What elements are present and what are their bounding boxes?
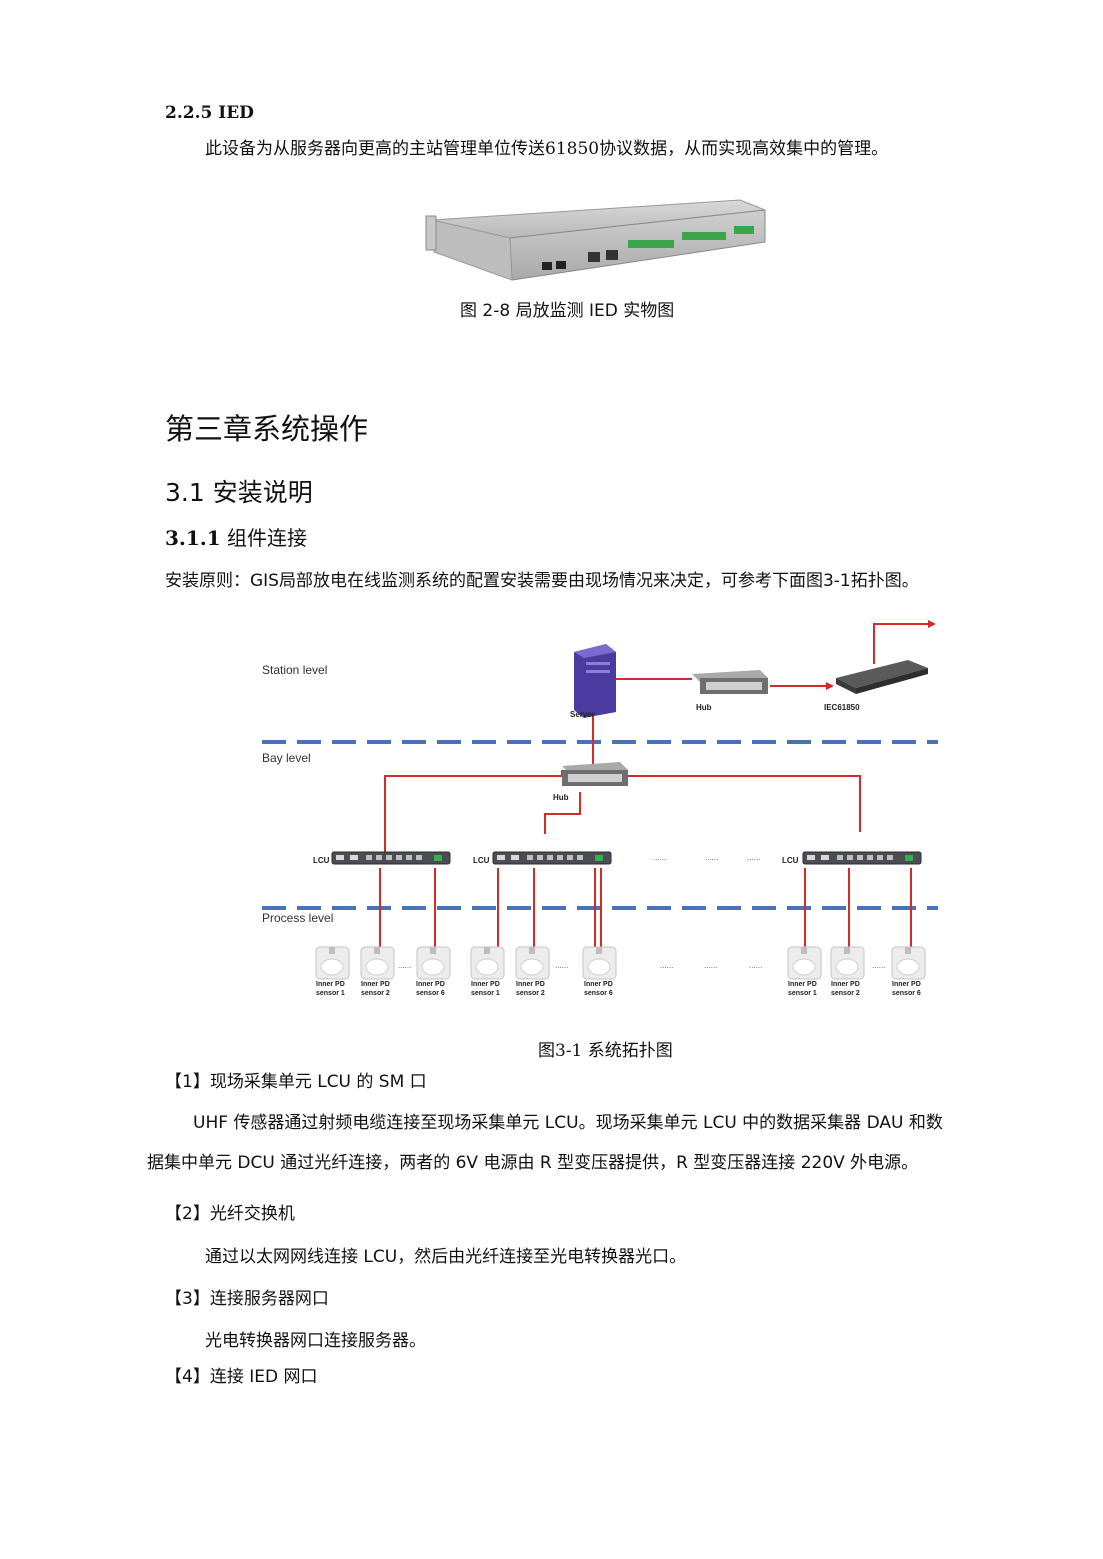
sensor-icon-g3-6 xyxy=(891,946,926,980)
hub-station-icon xyxy=(692,670,768,694)
sensor-icon-g1-2 xyxy=(360,946,395,980)
lcu-label-2: LCU xyxy=(473,856,490,865)
ellipsis-sensor-4: ...... xyxy=(704,961,717,970)
lcu-label-3: LCU xyxy=(782,856,799,865)
ied-device-photo xyxy=(425,199,766,281)
section-311-heading: 3.1.1 组件连接 xyxy=(165,522,307,551)
ellipsis-bay-3: ...... xyxy=(747,853,760,862)
section-311-number: 3.1.1 xyxy=(165,526,221,550)
lcu-device-3 xyxy=(802,851,922,865)
item-2-label: 【2】光纤交换机 xyxy=(165,1204,295,1224)
chapter-title: 第三章系统操作 xyxy=(165,412,369,446)
ellipsis-bay-2: ...... xyxy=(705,853,718,862)
lcu-label-1: LCU xyxy=(313,856,330,865)
section-heading-225: 2.2.5 IED xyxy=(165,103,254,123)
sensor-label-g2-1b: sensor 1 xyxy=(471,990,500,997)
hub-station-label: Hub xyxy=(696,703,712,712)
item-1-label: 【1】现场采集单元 LCU 的 SM 口 xyxy=(165,1072,427,1092)
ellipsis-sensor-5: ...... xyxy=(749,961,762,970)
item-1-paragraph-2: 据集中单元 DCU 通过光纤连接，两者的 6V 电源由 R 型变压器提供，R 型… xyxy=(147,1153,919,1173)
sensor-label-g2-6a: Inner PD xyxy=(584,981,613,988)
sensor-label-g2-2a: Inner PD xyxy=(516,981,545,988)
ellipsis-sensor-2: ...... xyxy=(555,961,568,970)
sensor-label-g2-6b: sensor 6 xyxy=(584,990,613,997)
process-level-label: Process level xyxy=(262,911,333,925)
station-level-label: Station level xyxy=(262,663,327,677)
sensor-label-g3-1a: Inner PD xyxy=(788,981,817,988)
sensor-label-g1-1b: sensor 1 xyxy=(316,990,345,997)
sensor-label-g2-1a: Inner PD xyxy=(471,981,500,988)
sensor-label-g3-2a: Inner PD xyxy=(831,981,860,988)
section-225-body: 此设备为从服务器向更高的主站管理单位传送61850协议数据，从而实现高效集中的管… xyxy=(205,139,889,159)
sensor-icon-g3-1 xyxy=(787,946,822,980)
sensor-icon-g1-1 xyxy=(315,946,350,980)
lcu-device-1 xyxy=(331,851,451,865)
ellipsis-sensor-3: ...... xyxy=(660,961,673,970)
item-3-label: 【3】连接服务器网口 xyxy=(165,1289,329,1309)
sensor-icon-g1-6 xyxy=(416,946,451,980)
sensor-label-g1-6b: sensor 6 xyxy=(416,990,445,997)
section-31-title: 3.1 安装说明 xyxy=(165,478,313,507)
sensor-label-g3-6a: Inner PD xyxy=(892,981,921,988)
sensor-icon-g2-6 xyxy=(582,946,617,980)
link-lines xyxy=(379,623,928,954)
ellipsis-bay-1: ...... xyxy=(653,853,666,862)
sensor-label-g1-2b: sensor 2 xyxy=(361,990,390,997)
hub-bay-label: Hub xyxy=(553,793,569,802)
sensor-label-g1-6a: Inner PD xyxy=(416,981,445,988)
figure-3-1-caption: 图3-1 系统拓扑图 xyxy=(538,1041,673,1061)
sensor-label-g1-2a: Inner PD xyxy=(361,981,390,988)
item-1-paragraph-1: UHF 传感器通过射频电缆连接至现场采集单元 LCU。现场采集单元 LCU 中的… xyxy=(193,1113,943,1133)
hub-bay-icon xyxy=(562,762,628,786)
item-2-paragraph: 通过以太网网线连接 LCU，然后由光纤连接至光电转换器光口。 xyxy=(205,1247,687,1267)
item-3-paragraph: 光电转换器网口连接服务器。 xyxy=(205,1331,426,1351)
sensor-icon-g2-2 xyxy=(515,946,550,980)
sensor-label-g2-2b: sensor 2 xyxy=(516,990,545,997)
sensor-label-g3-1b: sensor 1 xyxy=(788,990,817,997)
sensor-icon-g2-1 xyxy=(470,946,505,980)
server-label: Server xyxy=(570,710,595,719)
sensor-label-g1-1a: Inner PD xyxy=(316,981,345,988)
sensor-label-g3-6b: sensor 6 xyxy=(892,990,921,997)
sensor-icon-g3-2 xyxy=(830,946,865,980)
figure-2-8-caption: 图 2-8 局放监测 IED 实物图 xyxy=(460,301,675,321)
lcu-device-2 xyxy=(492,851,612,865)
sensor-label-g3-2b: sensor 2 xyxy=(831,990,860,997)
server-icon xyxy=(574,644,616,718)
section-311-intro: 安装原则：GIS局部放电在线监测系统的配置安装需要由现场情况来决定，可参考下面图… xyxy=(165,571,919,591)
system-topology-diagram: Station level Bay level Process level Se… xyxy=(262,620,938,997)
ellipsis-sensor-6: ...... xyxy=(872,961,885,970)
iec61850-device-icon xyxy=(836,660,928,694)
ellipsis-sensor-1: ...... xyxy=(398,961,411,970)
bay-level-label: Bay level xyxy=(262,751,311,765)
section-311-title: 组件连接 xyxy=(227,526,308,550)
iec61850-label: IEC61850 xyxy=(824,703,860,712)
item-4-label: 【4】连接 IED 网口 xyxy=(165,1367,318,1387)
